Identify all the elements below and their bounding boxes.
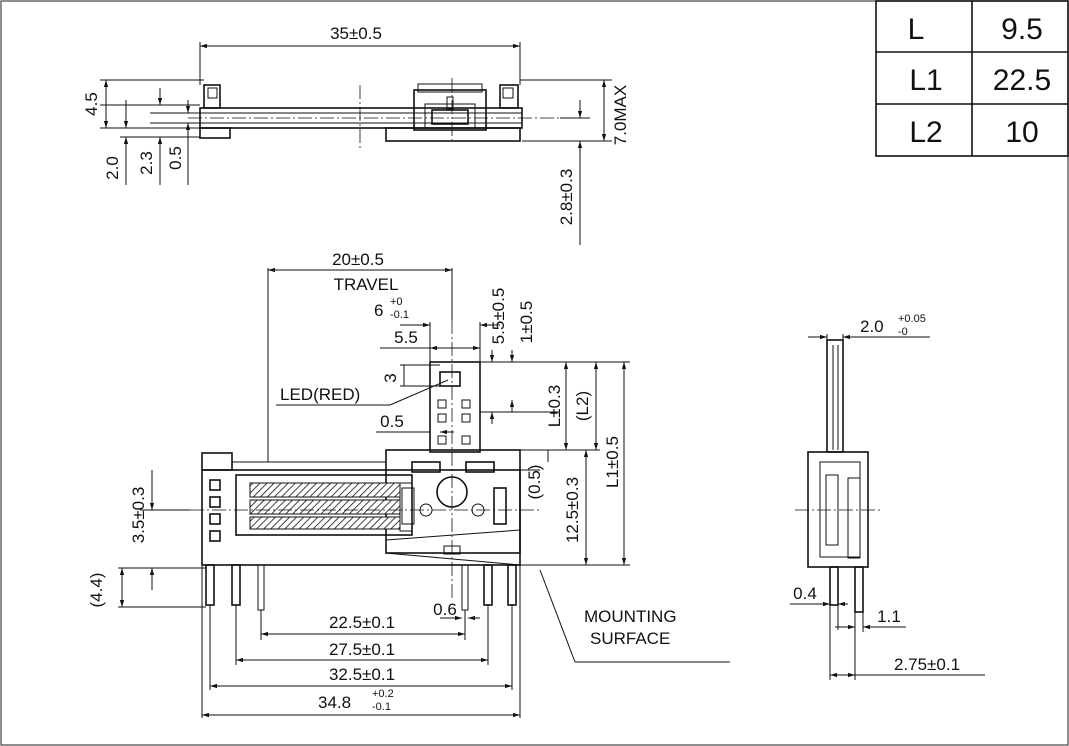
- top-offset-label: 2.8±0.3: [557, 169, 576, 226]
- dL-label: L±0.3: [545, 385, 564, 427]
- d55-label: 5.5: [394, 328, 418, 347]
- travel-value-label: 20±0.5: [332, 250, 384, 269]
- side-w-sub-label: -0: [898, 326, 908, 338]
- top-view: 35±0.5 4.5 2.0 2.3 0.5 7.0MAX 2.8±0.3: [82, 24, 630, 245]
- d348-sub-label: -0.1: [372, 701, 391, 713]
- d348-main-label: 34.8: [318, 693, 351, 712]
- d225-label: 22.5±0.1: [329, 613, 395, 632]
- dL1-label: L1±0.5: [603, 436, 622, 488]
- top-h4-label: 0.5: [166, 146, 185, 170]
- mounting-label: MOUNTING: [584, 607, 677, 626]
- d325-label: 32.5±0.1: [329, 665, 395, 684]
- d125-label: 12.5±0.3: [563, 477, 582, 543]
- front-view: 20±0.5 TRAVEL 6 +0 -0.1 5.5 5.5±0.5 1±0.…: [87, 250, 730, 718]
- d06-label: 0.6: [433, 600, 457, 619]
- top-h3-label: 2.3: [137, 151, 156, 175]
- top-h2-label: 2.0: [103, 156, 122, 180]
- travel-label: TRAVEL: [334, 275, 399, 294]
- side-view: 2.0 +0.05 -0 0.4 1.1 2.75±0.1: [790, 313, 985, 680]
- six-main-label: 6: [374, 301, 383, 320]
- d35-label: 3.5±0.3: [129, 487, 148, 544]
- d05p-label: (0.5): [525, 465, 544, 500]
- table-key-l2: L2: [909, 116, 942, 149]
- top-h1-label: 4.5: [82, 92, 101, 116]
- side-w-sup-label: +0.05: [898, 313, 926, 325]
- dimension-table: L 9.5 L1 22.5 L2 10: [875, 0, 1069, 157]
- six-sub-label: -0.1: [390, 309, 409, 321]
- top-width-label: 35±0.5: [330, 24, 382, 43]
- table-key-l: L: [908, 13, 925, 46]
- d55b-label: 5.5±0.5: [489, 288, 508, 345]
- table-value-l1: 22.5: [993, 64, 1051, 97]
- d348-sup-label: +0.2: [372, 688, 394, 700]
- top-maxheight-label: 7.0MAX: [611, 85, 630, 145]
- table-value-l: 9.5: [1001, 13, 1043, 46]
- table-key-l1: L1: [909, 64, 942, 97]
- d1-label: 1±0.5: [517, 301, 536, 343]
- side-d275-label: 2.75±0.1: [894, 655, 960, 674]
- six-sup-label: +0: [390, 296, 403, 308]
- led-label: LED(RED): [280, 385, 360, 404]
- surface-label: SURFACE: [590, 629, 670, 648]
- side-d11-label: 1.1: [877, 607, 901, 626]
- side-d04-label: 0.4: [793, 584, 817, 603]
- d05-label: 0.5: [380, 412, 404, 431]
- d275-label: 27.5±0.1: [329, 640, 395, 659]
- d3-label: 3: [381, 373, 400, 382]
- table-value-l2: 10: [1005, 116, 1038, 149]
- dL2-label: (L2): [573, 391, 592, 421]
- side-w-main-label: 2.0: [860, 317, 884, 336]
- d44-label: (4.4): [87, 573, 106, 608]
